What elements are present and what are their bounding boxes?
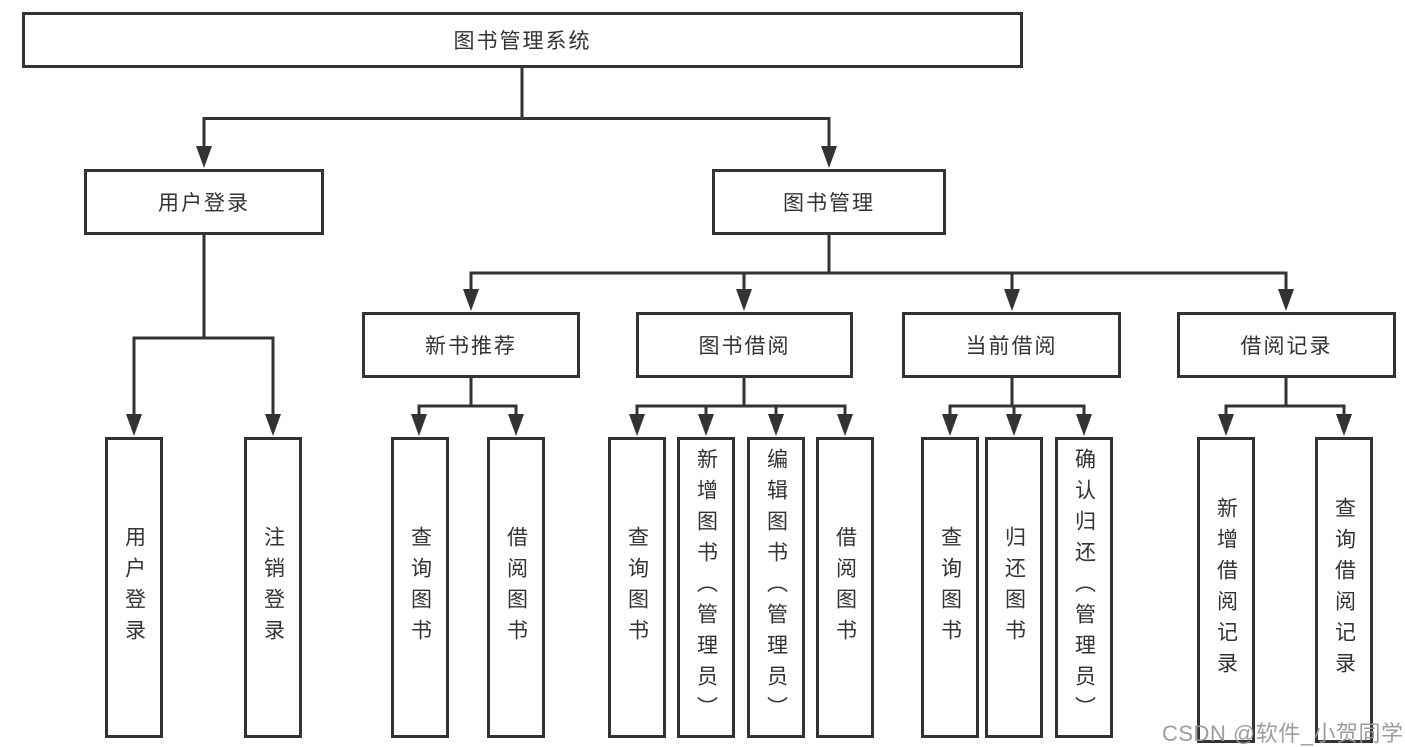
leaf-label: 编辑图书（管理员） [764, 448, 788, 727]
node-label: 当前借阅 [965, 335, 1058, 358]
leaf-label: 借阅图书 [833, 525, 857, 650]
leaf-label: 借阅图书 [504, 525, 528, 650]
leaf-label: 注销登录 [261, 525, 285, 650]
leaf-query-books-recommend: 查询图书 [391, 437, 449, 738]
node-label: 图书借阅 [698, 335, 791, 358]
leaf-query-books-current: 查询图书 [921, 437, 979, 738]
node-current-borrowing: 当前借阅 [902, 312, 1121, 378]
node-label: 借阅记录 [1240, 335, 1333, 358]
leaf-add-books-admin: 新增图书（管理员） [677, 437, 735, 738]
leaf-label: 确认归还（管理员） [1072, 448, 1096, 727]
leaf-add-borrow-record: 新增借阅记录 [1197, 437, 1255, 743]
leaf-label: 新增借阅记录 [1214, 497, 1238, 683]
node-borrowing-records: 借阅记录 [1177, 312, 1396, 378]
leaf-label: 查询借阅记录 [1332, 497, 1356, 683]
node-book-management: 图书管理 [712, 169, 946, 235]
node-label: 新书推荐 [425, 335, 517, 358]
leaf-confirm-return-admin: 确认归还（管理员） [1055, 437, 1113, 738]
leaf-label: 归还图书 [1002, 525, 1026, 650]
leaf-borrow-books-recommend: 借阅图书 [487, 437, 545, 738]
leaf-label: 查询图书 [625, 525, 649, 650]
node-book-borrowing: 图书借阅 [636, 312, 853, 378]
node-new-book-recommend: 新书推荐 [362, 312, 580, 378]
leaf-label: 查询图书 [408, 525, 432, 650]
leaf-logout: 注销登录 [244, 437, 302, 738]
csdn-watermark: CSDN @软件_小贺同学 [1162, 721, 1404, 746]
leaf-return-books: 归还图书 [985, 437, 1043, 738]
leaf-label: 用户登录 [122, 525, 146, 650]
node-library-management-system: 图书管理系统 [22, 12, 1023, 68]
leaf-label: 查询图书 [938, 525, 962, 650]
leaf-query-borrow-record: 查询借阅记录 [1315, 437, 1373, 743]
node-user-login: 用户登录 [84, 169, 324, 235]
leaf-borrow-books: 借阅图书 [816, 437, 874, 738]
node-label: 图书管理 [783, 192, 875, 215]
leaf-edit-books-admin: 编辑图书（管理员） [747, 437, 805, 738]
leaf-query-books-borrowing: 查询图书 [608, 437, 666, 738]
leaf-label: 新增图书（管理员） [694, 448, 718, 727]
node-label: 图书管理系统 [453, 30, 592, 53]
leaf-user-login: 用户登录 [105, 437, 163, 738]
node-label: 用户登录 [158, 192, 250, 215]
